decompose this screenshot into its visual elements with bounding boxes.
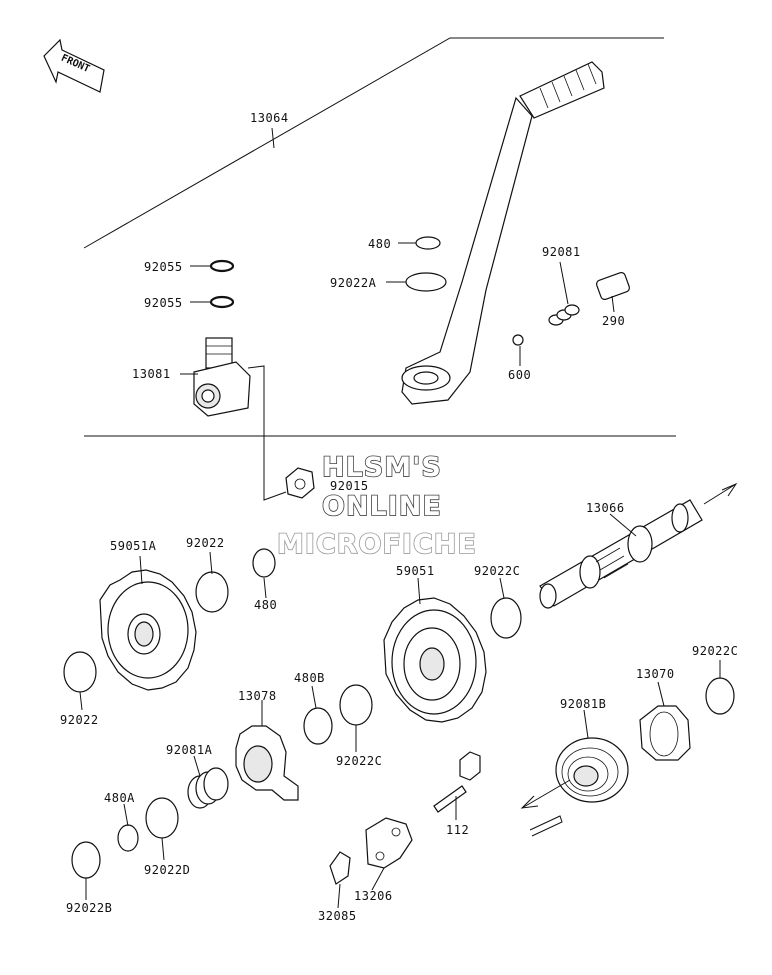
label-92081A: 92081A [166, 743, 213, 757]
nut-part [285, 467, 315, 499]
axis-arrow [721, 482, 738, 497]
circlip-part [490, 597, 522, 639]
washer-part [195, 571, 229, 613]
washer-part [145, 797, 179, 839]
label-92055-a: 92055 [144, 260, 183, 274]
clip-part [329, 851, 351, 885]
label-92022C-a: 92022C [474, 564, 520, 578]
kick-pedal-group-outline [83, 37, 664, 249]
label-480-top: 480 [368, 237, 391, 251]
circlip-part [705, 677, 735, 715]
guide-part [639, 705, 691, 761]
label-480-mid: 480 [254, 598, 277, 612]
label-32085: 32085 [318, 909, 357, 923]
circlip-part [252, 548, 276, 578]
label-92022-top: 92022 [186, 536, 225, 550]
ball-part [512, 334, 524, 346]
label-13070: 13070 [636, 667, 675, 681]
label-13081: 13081 [132, 367, 171, 381]
label-92081B: 92081B [560, 697, 606, 711]
label-92022A: 92022A [330, 276, 377, 290]
spring-part [548, 304, 580, 326]
ratchet-part [235, 725, 299, 801]
label-92055-b: 92055 [144, 296, 183, 310]
washer-part [415, 236, 441, 250]
circlip-part [117, 824, 139, 852]
front-arrow-icon: FRONT [43, 38, 105, 93]
label-290: 290 [602, 314, 625, 328]
watermark-line-3: MICROFICHE [277, 529, 477, 560]
bolt-part [433, 751, 481, 813]
rubber-part [596, 271, 630, 301]
watermark-line-1: HLSM'S [322, 452, 442, 483]
kick-pedal-part [401, 61, 605, 405]
label-13064: 13064 [250, 111, 289, 125]
label-600: 600 [508, 368, 531, 382]
label-59051: 59051 [396, 564, 435, 578]
axis-arrow [520, 795, 539, 809]
part-labels: 13064 92055 92055 13081 480 92022A 92081… [60, 111, 738, 923]
label-92081: 92081 [542, 245, 581, 259]
gear-part [99, 569, 197, 691]
label-92022D: 92022D [144, 863, 190, 877]
stopper-plate-part [365, 817, 413, 869]
label-112: 112 [446, 823, 469, 837]
label-480A: 480A [104, 791, 135, 805]
leader-line [247, 365, 287, 501]
washer-part [63, 651, 97, 693]
spring-part [187, 767, 229, 809]
label-92015: 92015 [330, 479, 369, 493]
washer-part [71, 841, 101, 879]
label-13066: 13066 [586, 501, 625, 515]
label-13078: 13078 [238, 689, 277, 703]
leader-lines [79, 127, 721, 909]
washer-part [339, 684, 373, 726]
label-92022C-c: 92022C [692, 644, 738, 658]
washer-part [405, 272, 447, 292]
torsion-spring-part [555, 737, 629, 803]
kick-boss-part [193, 337, 251, 417]
label-59051A: 59051A [110, 539, 157, 553]
axis-line [703, 483, 737, 505]
watermark-line-2: ONLINE [322, 491, 442, 522]
label-92022C-b: 92022C [336, 754, 382, 768]
o-ring-part [209, 259, 235, 273]
spring-end [529, 815, 563, 837]
axis-line [521, 779, 571, 809]
label-480B: 480B [294, 671, 325, 685]
gear-part [383, 597, 487, 723]
label-92022-left: 92022 [60, 713, 99, 727]
label-13206: 13206 [354, 889, 393, 903]
label-92022B: 92022B [66, 901, 112, 915]
o-ring-part [209, 295, 235, 309]
circlip-part [303, 707, 333, 745]
kick-shaft-part [539, 499, 703, 609]
